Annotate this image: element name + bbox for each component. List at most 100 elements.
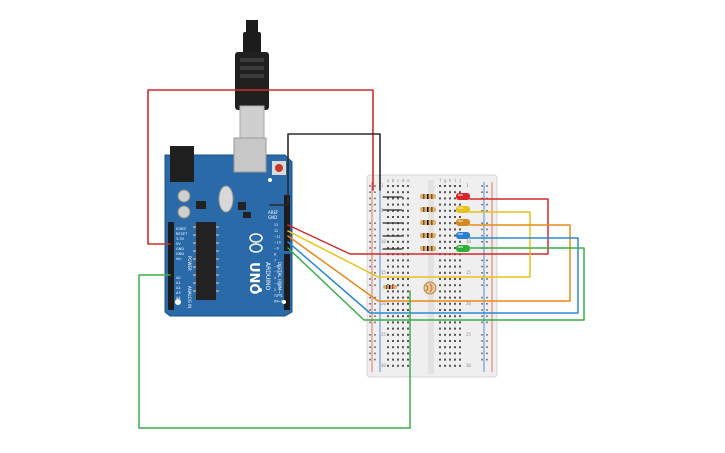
rail-hole [374, 191, 376, 193]
breadboard-hole [402, 259, 404, 262]
breadboard-hole [444, 352, 446, 355]
breadboard-hole [407, 302, 409, 305]
breadboard-hole [439, 259, 441, 262]
wire-red-5v [147, 89, 374, 245]
digital-pin-label: 2 [274, 288, 276, 292]
rail-hole [481, 334, 483, 336]
breadboard-hole [449, 278, 451, 280]
breadboard-hole [392, 271, 394, 274]
breadboard-hole [397, 271, 399, 274]
label-gnd: GND [268, 215, 277, 220]
rail-hole [486, 222, 488, 224]
rail-hole [481, 358, 483, 361]
breadboard-hole [392, 358, 394, 361]
rail-hole [369, 191, 371, 193]
breadboard-hole [407, 309, 409, 311]
power-pin-label: GND [176, 252, 184, 256]
breadboard-hole [397, 346, 399, 349]
resistor [420, 194, 436, 199]
analog-pin-label: A3 [176, 291, 181, 295]
digital-pin-label: ~9 [274, 247, 279, 251]
led-green [456, 245, 470, 252]
wire-black-gnd [269, 133, 381, 206]
breadboard-hole [407, 358, 409, 361]
breadboard-hole [387, 309, 389, 311]
digital-pin-label: 7 [274, 258, 276, 262]
breadboard-hole [444, 234, 446, 237]
breadboard-hole [459, 284, 461, 287]
breadboard-hole [454, 340, 456, 342]
digital-pin-label: 4 [274, 276, 276, 280]
breadboard-hole [392, 259, 394, 262]
breadboard-hole [407, 271, 409, 274]
breadboard-hole [439, 191, 441, 194]
power-pin-label: 5V [176, 242, 181, 246]
breadboard-column-label: f [439, 178, 442, 183]
digital-header-bottom [284, 254, 290, 310]
breadboard-hole [402, 209, 404, 212]
led-blue [456, 232, 470, 239]
breadboard-hole [444, 309, 446, 311]
breadboard-hole [439, 321, 441, 324]
breadboard-hole [439, 284, 441, 287]
breadboard-row-label: 25 [381, 332, 386, 337]
analog-pin-label: A4 [176, 296, 181, 300]
breadboard-hole [459, 296, 461, 299]
breadboard-hole [402, 203, 404, 206]
breadboard-row-label: 20 [381, 301, 386, 306]
breadboard-hole [392, 278, 394, 280]
breadboard-hole [454, 265, 456, 268]
breadboard-hole [397, 259, 399, 262]
breadboard-hole [439, 309, 441, 311]
rail-hole [486, 272, 488, 274]
breadboard-hole [439, 346, 441, 349]
breadboard-hole [459, 309, 461, 311]
breadboard-hole [439, 222, 441, 225]
breadboard-hole [392, 302, 394, 305]
breadboard-hole [397, 327, 399, 330]
wire-orange-signal [287, 224, 571, 302]
breadboard-hole [459, 327, 461, 330]
rail-hole [486, 309, 488, 311]
breadboard-hole [407, 340, 409, 342]
breadboard-hole [392, 352, 394, 355]
rail-hole [369, 241, 371, 243]
breadboard-hole [402, 309, 404, 311]
rail-hole [374, 234, 376, 237]
rail-hole [486, 352, 488, 355]
breadboard-hole [392, 203, 394, 206]
breadboard-column-label: h [449, 178, 452, 183]
rail-hole [369, 358, 371, 361]
breadboard-hole [387, 191, 389, 194]
digital-pin-label: RX←0 [274, 300, 283, 304]
rail-hole [486, 265, 488, 268]
breadboard-hole [439, 247, 441, 249]
breadboard-row-label: 10 [466, 239, 471, 244]
breadboard-hole [392, 228, 394, 231]
rail-hole [369, 197, 371, 200]
breadboard-hole [407, 191, 409, 194]
breadboard-hole [397, 228, 399, 231]
rail-hole [486, 358, 488, 361]
rail-hole [481, 315, 483, 317]
wire-green-signal [287, 247, 585, 321]
breadboard-hole [439, 216, 441, 218]
breadboard-hole [459, 315, 461, 318]
breadboard-hole [449, 321, 451, 324]
breadboard-hole [439, 197, 441, 200]
breadboard-hole [444, 358, 446, 361]
led-yellow [456, 206, 470, 213]
breadboard-hole [407, 209, 409, 212]
breadboard-hole [439, 315, 441, 318]
breadboard-hole [449, 309, 451, 311]
breadboard-hole [449, 185, 451, 187]
board-model: UNO [246, 262, 261, 295]
breadboard-hole [459, 302, 461, 305]
breadboard-hole [392, 296, 394, 299]
breadboard-hole [439, 185, 441, 187]
breadboard-hole [439, 296, 441, 299]
power-pin-label: Vin [176, 257, 182, 261]
rail-hole [481, 203, 483, 206]
digital-pin-label: ~6 [274, 264, 279, 268]
resistor [420, 207, 436, 212]
